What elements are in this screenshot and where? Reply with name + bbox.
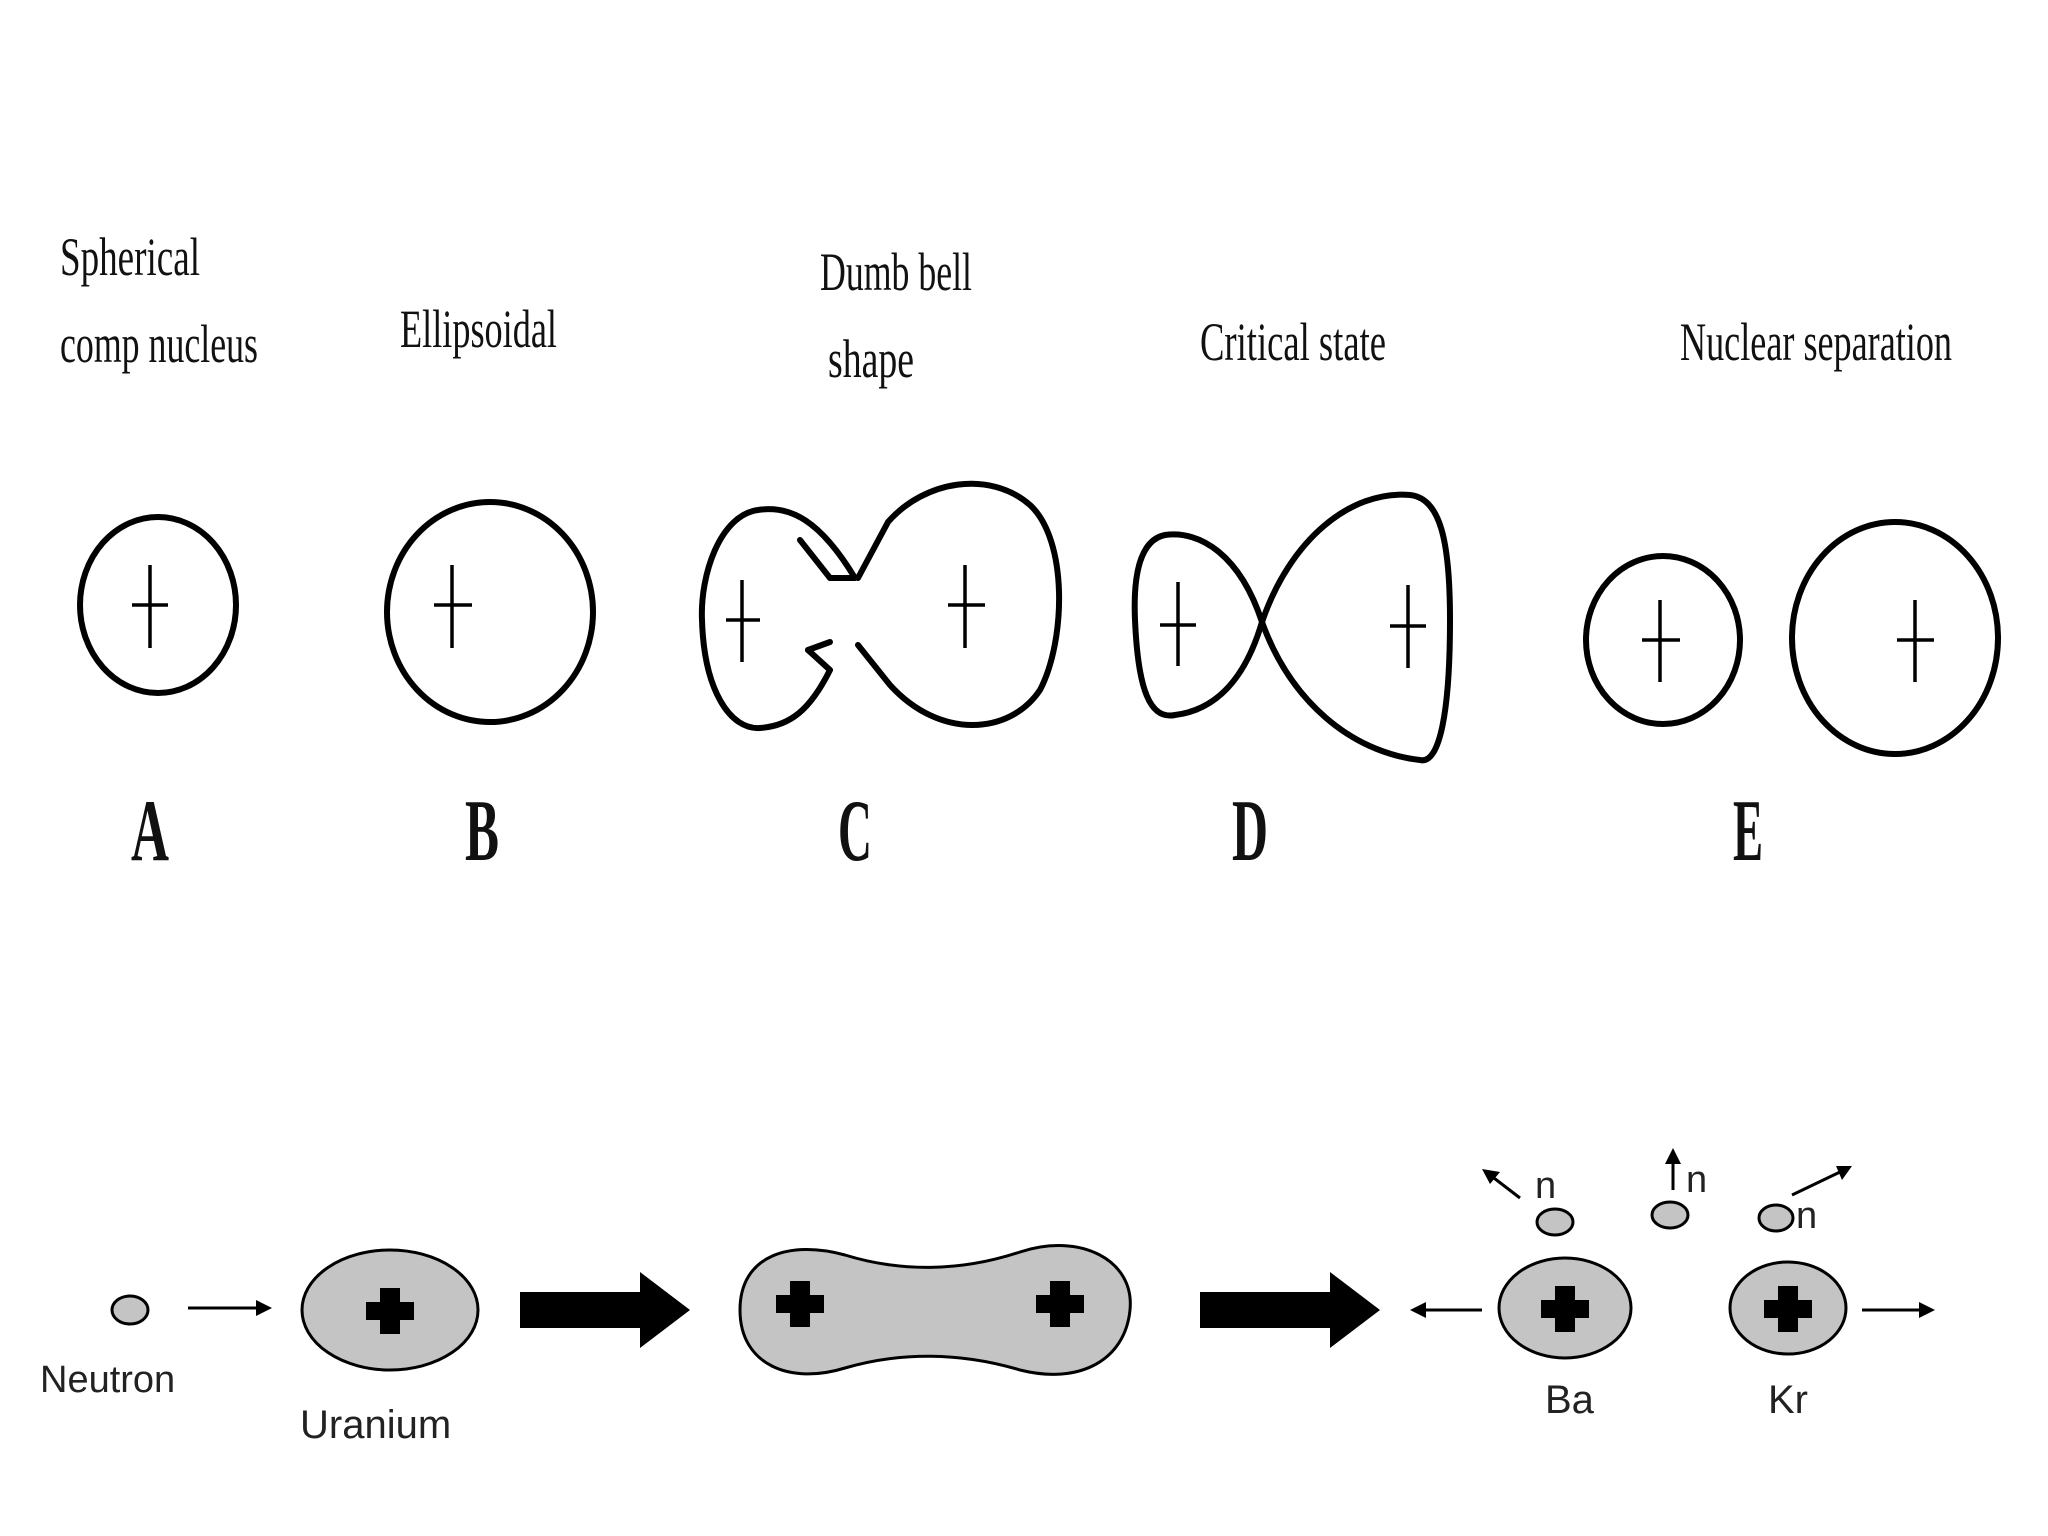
stage-letter-e: E <box>1733 783 1763 880</box>
plus-icon <box>1764 1286 1812 1332</box>
neutron-label: Neutron <box>40 1359 175 1401</box>
krypton-label: Kr <box>1768 1378 1808 1422</box>
incoming-neutron <box>110 1294 150 1326</box>
neutron-symbol: n <box>1796 1195 1817 1237</box>
caption-a-line1: Spherical <box>60 227 200 287</box>
stage-letter-a: A <box>131 783 169 880</box>
neutron-symbol: n <box>1535 1165 1556 1207</box>
caption-b: Ellipsoidal <box>400 299 557 359</box>
stage-a-shape <box>77 514 239 696</box>
process-arrow-2 <box>1200 1272 1380 1348</box>
deformed-nucleus <box>738 1244 1132 1376</box>
barium-nucleus <box>1497 1256 1633 1360</box>
plus-icon <box>776 1281 824 1327</box>
caption-c-line1: Dumb bell <box>820 242 972 302</box>
barium-label: Ba <box>1545 1378 1595 1422</box>
stage-b-shape <box>384 499 596 725</box>
caption-c-line2: shape <box>828 329 914 389</box>
stage-c-shape <box>698 480 1063 732</box>
krypton-nucleus <box>1728 1260 1848 1356</box>
stage-d-shape <box>1131 491 1453 764</box>
released-neutron-3: n <box>1757 1166 1852 1237</box>
stage-letter-c: C <box>838 783 872 880</box>
plus-icon <box>1036 1281 1084 1327</box>
plus-icon <box>366 1288 414 1334</box>
stage-letter-d: D <box>1232 783 1268 880</box>
caption-e: Nuclear separation <box>1680 312 1952 372</box>
uranium-nucleus <box>300 1248 480 1372</box>
caption-d: Critical state <box>1200 312 1386 372</box>
plus-icon <box>1541 1286 1589 1332</box>
process-arrow-1 <box>520 1272 690 1348</box>
neutron-symbol: n <box>1686 1159 1707 1201</box>
caption-a-line2: comp nucleus <box>60 314 258 374</box>
stage-letter-b: B <box>465 783 499 880</box>
released-neutron-1: n <box>1482 1165 1575 1237</box>
neutron-arrow <box>188 1300 272 1316</box>
stage-e-shape <box>1583 519 2001 757</box>
kr-recoil-arrow <box>1862 1302 1935 1318</box>
uranium-label: Uranium <box>300 1403 451 1447</box>
released-neutron-2: n <box>1650 1148 1707 1230</box>
ba-recoil-arrow <box>1410 1302 1482 1318</box>
